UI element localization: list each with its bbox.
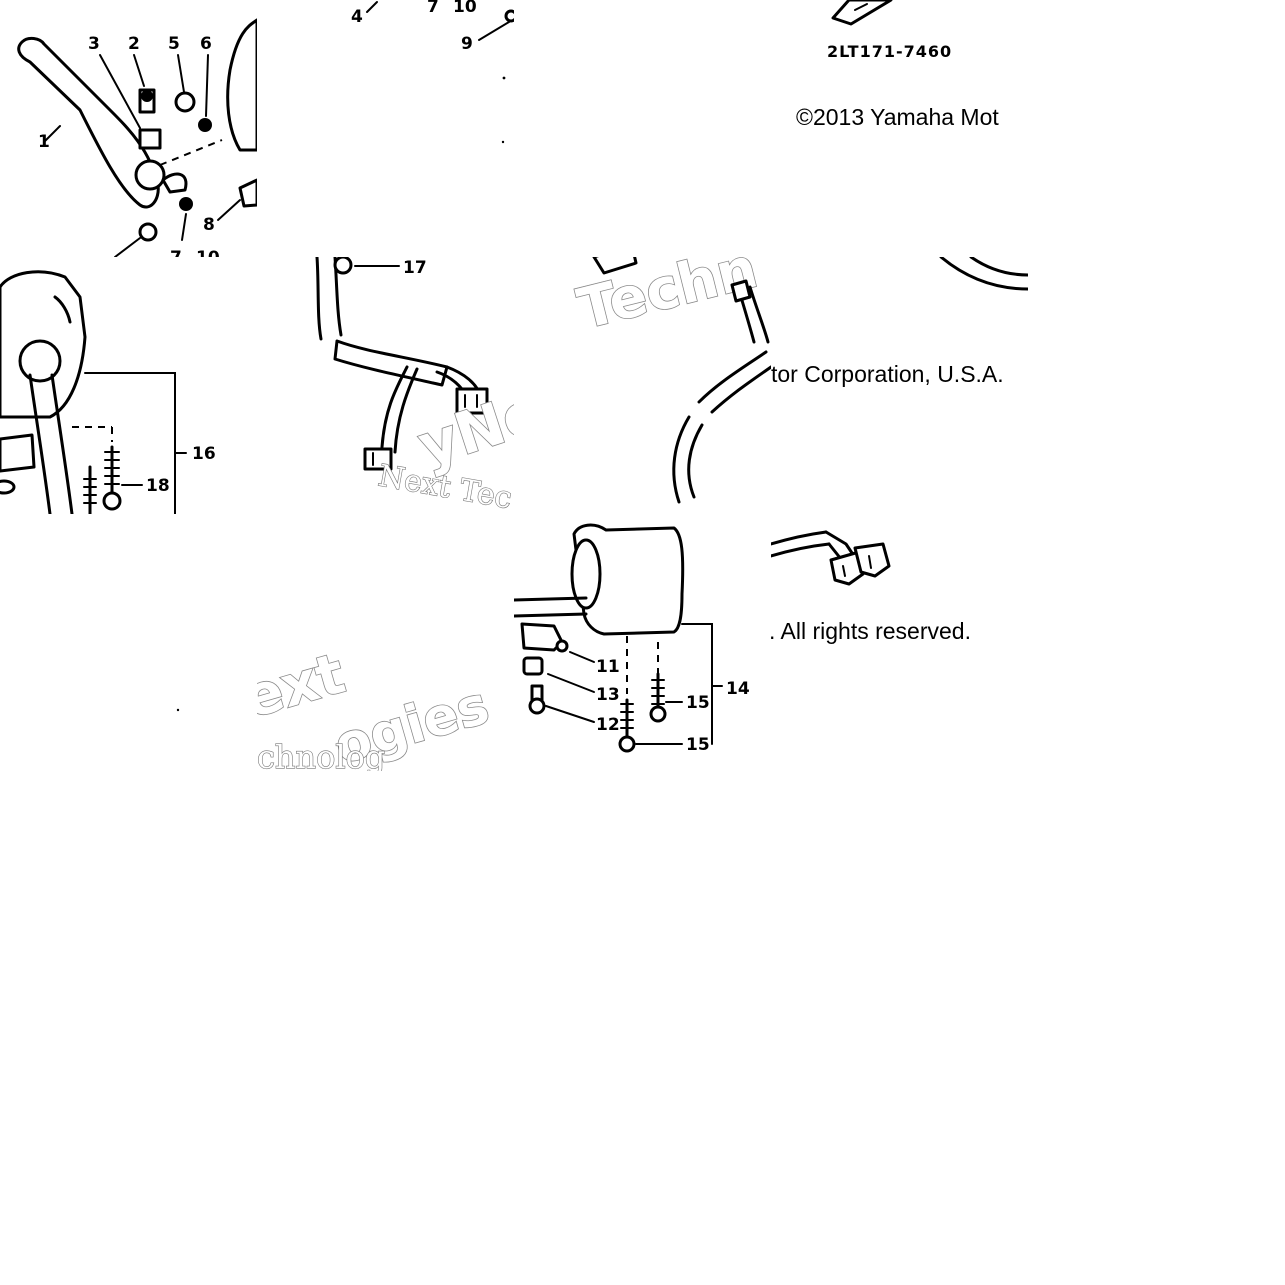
- brake-lever-drawing: [17, 18, 257, 242]
- callout-7-upper: 7: [427, 0, 439, 17]
- callout-14: 14: [726, 679, 750, 699]
- callout-18: 18: [146, 476, 170, 496]
- tile-cable-watermark: Techn ologies: [514, 257, 771, 514]
- watermark-fragment-f: chnolog: [257, 738, 385, 771]
- callout-8: 8: [203, 215, 215, 235]
- tile-watermark: ext ogies chnolog: [257, 514, 514, 771]
- tile-right-switch: 11 13 12 15 15 14: [514, 514, 771, 771]
- tile-blank-1: [514, 0, 771, 257]
- callout-12: 12: [596, 715, 620, 735]
- right-switch-drawing: [514, 523, 713, 753]
- tile-copyright-3: . All rights reserved.: [771, 514, 1028, 771]
- callout-3: 3: [88, 34, 100, 54]
- front-arrow-icon-2: [592, 257, 638, 275]
- cable-drawing: [672, 279, 771, 504]
- callout-17: 17: [403, 258, 427, 278]
- callout-1: 1: [38, 132, 50, 152]
- copyright-line-3: . All rights reserved.: [771, 618, 971, 644]
- watermark-fragment-e: ext: [257, 641, 352, 731]
- callout-13: 13: [596, 685, 620, 705]
- leader-lines-right: [545, 651, 723, 745]
- callout-15-lower: 15: [686, 735, 710, 755]
- part-reference-code: 2LT171-7460: [827, 42, 952, 61]
- wire-harness-drawing: [315, 257, 489, 471]
- callout-4: 4: [351, 7, 363, 27]
- callout-10-lower: 10: [196, 248, 220, 257]
- tile-blank-2: [0, 514, 257, 771]
- callout-7: 7: [170, 248, 182, 257]
- callout-10: 10: [453, 0, 477, 17]
- connector-drawing: [771, 530, 891, 586]
- tile-reference: 2LT171-7460 ©2013 Yamaha Mot: [771, 0, 1028, 257]
- front-arrow-icon: [831, 0, 893, 26]
- tile-left-switch: 16 18: [0, 257, 257, 514]
- leader-lines: [43, 54, 241, 257]
- tile-upper-callouts: 4 7 10 9: [257, 0, 514, 257]
- callout-2: 2: [128, 34, 140, 54]
- tile-copyright-2: tor Corporation, U.S.A.: [771, 257, 1028, 514]
- callout-15-upper: 15: [686, 693, 710, 713]
- callout-9: 9: [461, 34, 473, 54]
- callout-5: 5: [168, 34, 180, 54]
- tile-harness-left: 17 yNe Next Tec: [257, 257, 514, 514]
- tile-brake-lever: 1 3 2 5 6 8 7 10: [0, 0, 257, 257]
- copyright-line-1: ©2013 Yamaha Mot: [796, 104, 999, 130]
- callout-16: 16: [192, 444, 216, 464]
- handlebar-switch-drawing: [0, 270, 176, 514]
- copyright-line-2: tor Corporation, U.S.A.: [771, 361, 1004, 387]
- callout-11: 11: [596, 657, 620, 677]
- callout-6: 6: [200, 34, 212, 54]
